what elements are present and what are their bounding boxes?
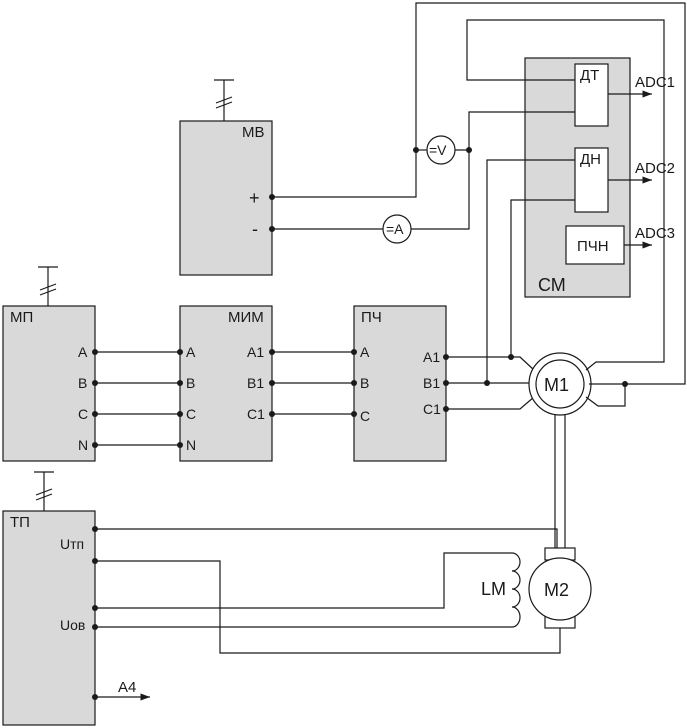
inductor-lm: LM (481, 552, 521, 628)
mim-in-c: C (186, 406, 196, 422)
mim-pch-wires (272, 351, 354, 415)
mp-port-c: C (78, 406, 88, 422)
adc1-label: ADC1 (635, 74, 675, 91)
mp-label: МП (10, 309, 33, 326)
mim-out-c1: C1 (247, 406, 265, 422)
a4-label: A4 (118, 679, 136, 696)
tp-uov-label: Uов (60, 617, 85, 633)
shaft (554, 415, 566, 548)
tp-block: ТП Uтп Uов (2, 471, 96, 726)
m1-current-loops (272, 2, 686, 407)
dt-block (574, 63, 609, 127)
lm-label: LM (481, 579, 506, 599)
dn-label: ДН (580, 151, 601, 168)
pch-in-a: A (360, 344, 370, 360)
dn-block (574, 147, 609, 213)
mv-plus-label: + (249, 188, 260, 208)
dt-label: ДТ (580, 67, 599, 84)
voltmeter-label: =V (429, 142, 447, 158)
m2-motor: M2 (528, 547, 592, 629)
pch-in-c: C (360, 408, 370, 424)
voltmeter: =V (426, 135, 456, 165)
a4-output: A4 (95, 679, 150, 701)
pch-out-a1: A1 (423, 349, 440, 365)
junction-dots (92, 147, 628, 700)
mim-in-b: B (186, 375, 195, 391)
tp-wires (95, 528, 561, 654)
adc3-label: ADC3 (635, 225, 675, 242)
adc2-label: ADC2 (635, 160, 675, 177)
mv-block: МВ + - (179, 79, 273, 276)
pch-out-b1: B1 (423, 375, 440, 391)
dn-taps (486, 159, 575, 383)
pch-label: ПЧ (361, 309, 382, 326)
mp-block: МП A B C N (2, 266, 96, 462)
mim-out-a1: A1 (247, 344, 264, 360)
mp-port-n: N (78, 437, 88, 453)
m1-label: M1 (544, 375, 569, 395)
mim-out-b1: B1 (247, 375, 264, 391)
mp-mim-wires (95, 351, 180, 446)
tp-utp-label: Uтп (60, 536, 84, 552)
mim-in-a: A (186, 344, 196, 360)
mim-in-n: N (186, 437, 196, 453)
tp-label: ТП (10, 514, 30, 531)
pch-block: ПЧ A B C A1 B1 C1 (353, 305, 447, 462)
mim-block: МИМ A B C N A1 B1 C1 (179, 305, 273, 462)
mim-label: МИМ (228, 309, 264, 326)
pchn-label: ПЧН (577, 238, 609, 255)
sm-label: СМ (538, 275, 566, 295)
adc-outputs: ADC1 ADC2 ADC3 (608, 74, 675, 249)
mv-meter-wires (272, 111, 575, 230)
sm-block: СМ ДТ ДН ПЧН (524, 57, 631, 298)
mv-label: МВ (242, 124, 265, 141)
mv-minus-label: - (252, 219, 258, 239)
m2-label: M2 (544, 580, 569, 600)
ammeter: =A (382, 214, 412, 244)
mp-port-b: B (78, 375, 87, 391)
ammeter-label: =A (386, 221, 404, 237)
m1-motor: M1 (528, 352, 592, 416)
pch-in-b: B (360, 375, 369, 391)
mp-port-a: A (78, 344, 88, 360)
pch-out-c1: C1 (423, 401, 441, 417)
